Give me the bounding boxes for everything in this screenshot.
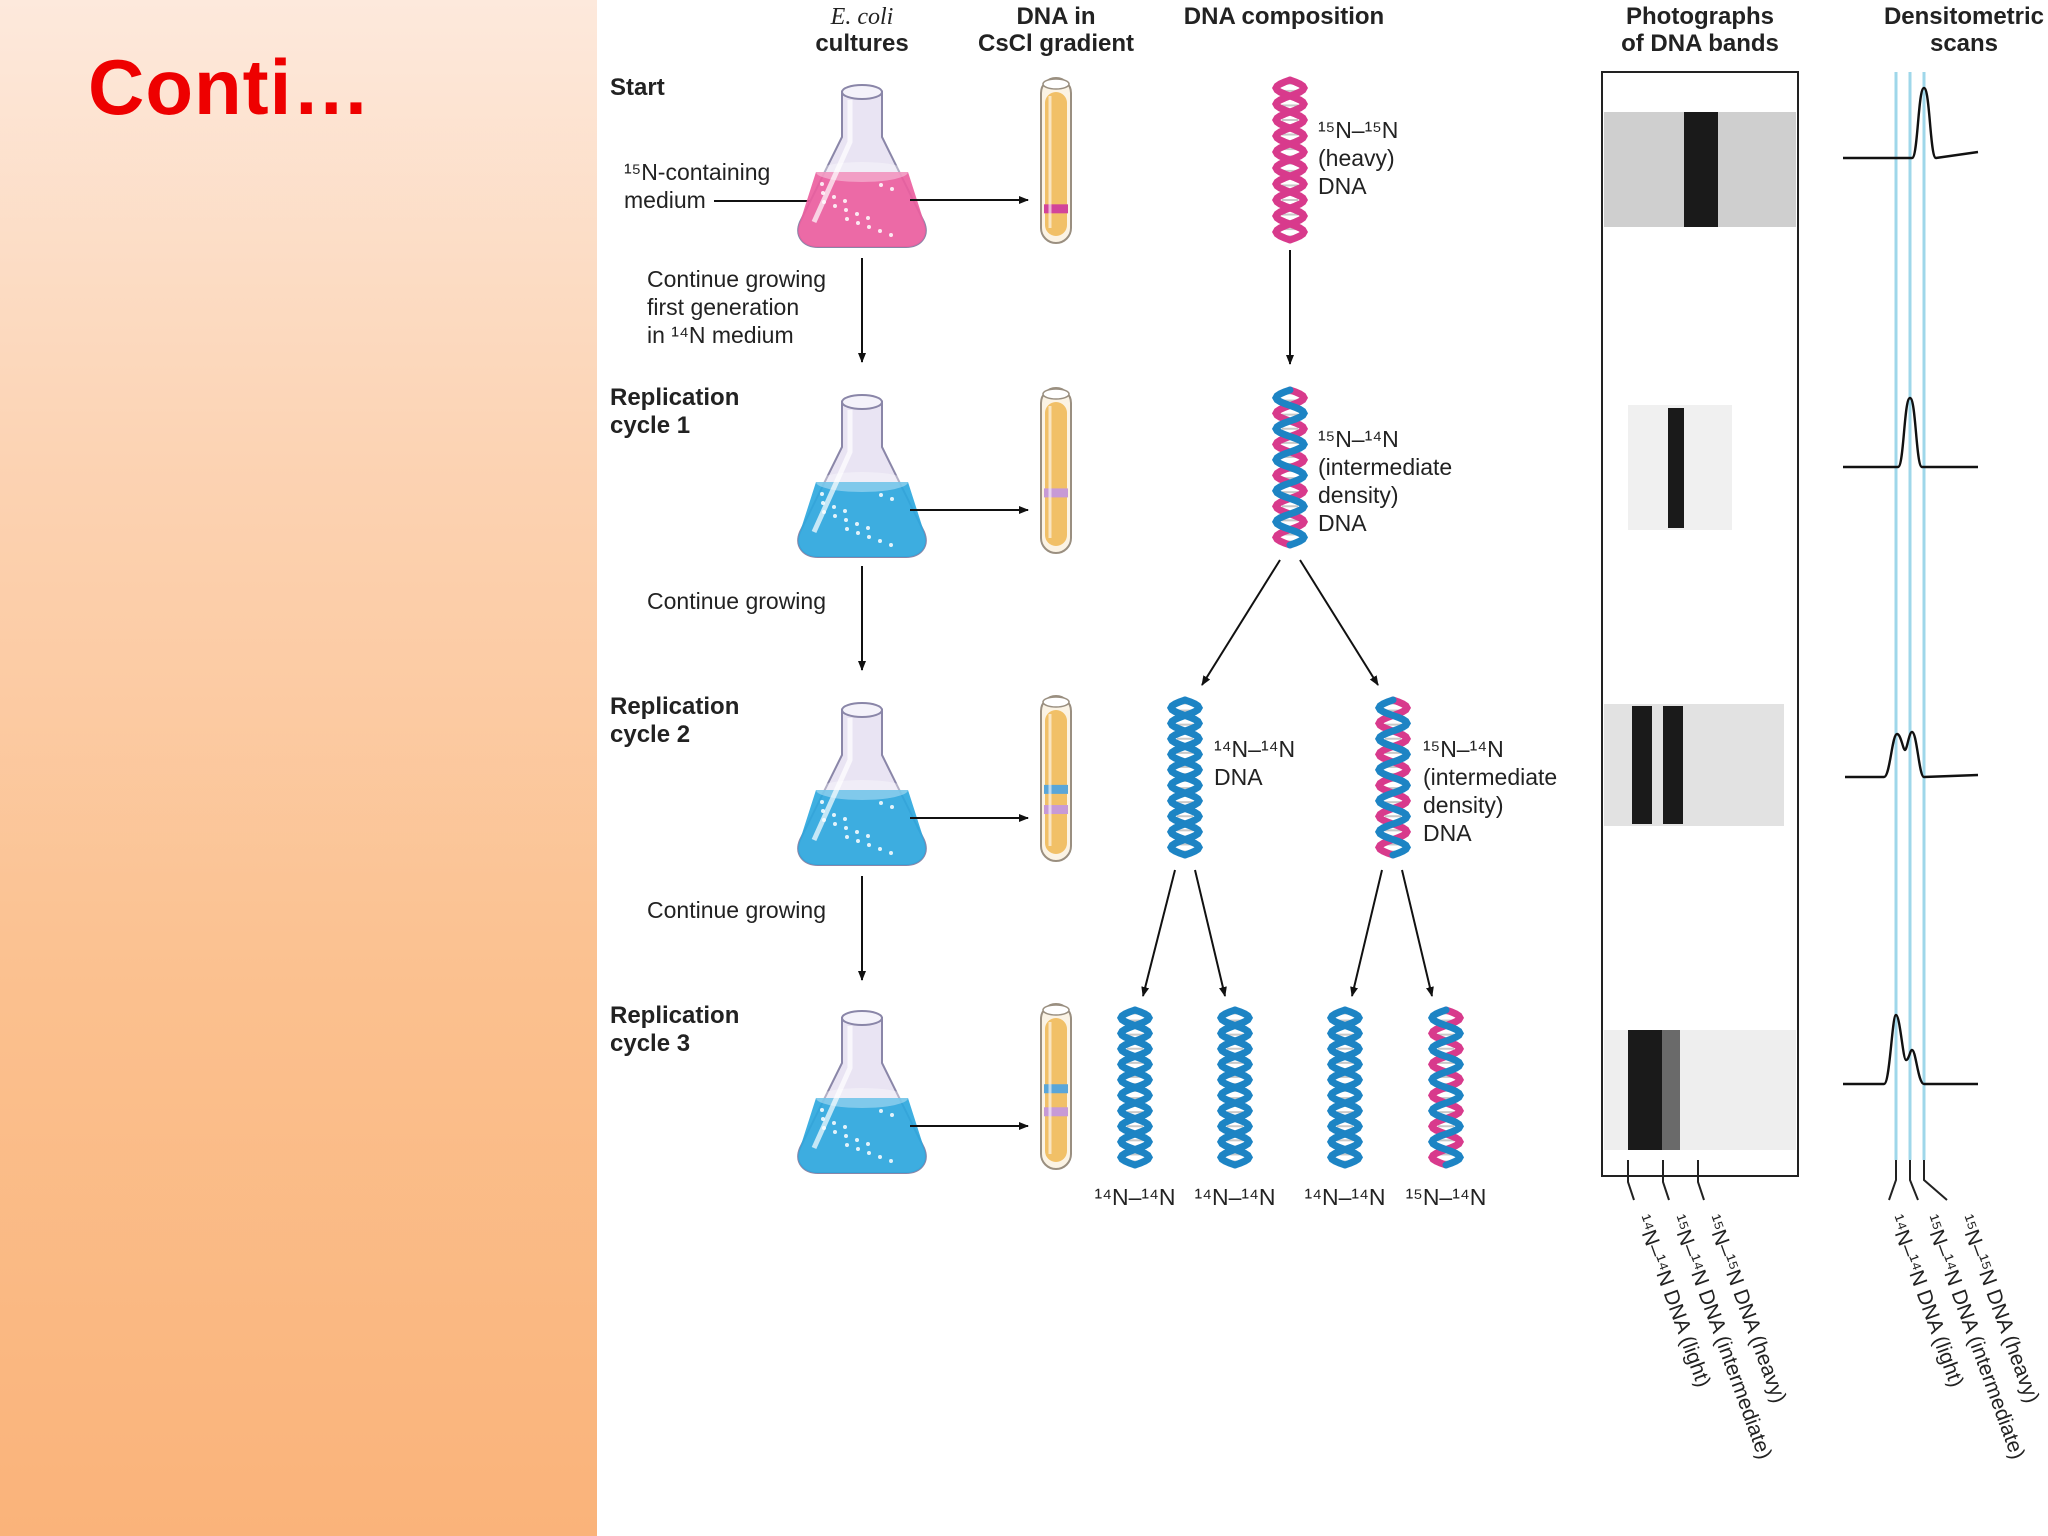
stage-cycle2-line2: cycle 2	[610, 721, 690, 748]
band-intermediate	[1663, 706, 1683, 824]
gradient-tube-icon	[1041, 78, 1071, 243]
bottom-dna-label: ¹⁴N–¹⁴N	[1094, 1184, 1175, 1210]
arrow-icon	[1402, 870, 1432, 996]
dna-helix-icon	[1171, 700, 1199, 855]
band-intermediate	[1662, 1030, 1680, 1150]
band-heavy	[1684, 112, 1718, 227]
heavy-dna-label-line3: DNA	[1318, 173, 1367, 199]
densitometric-scans: ¹⁴N–¹⁴N DNA (light) ¹⁵N–¹⁴N DNA (interme…	[1843, 72, 2044, 1462]
gradient-tubes	[1041, 78, 1071, 1169]
bottom-dna-label: ¹⁴N–¹⁴N	[1304, 1184, 1385, 1210]
band-intermediate	[1668, 408, 1684, 528]
header-photos-line2: of DNA bands	[1621, 30, 1779, 57]
gradient-tube-icon	[1041, 1004, 1071, 1169]
arrow-icon	[1300, 560, 1378, 685]
dna-helix-icon	[1432, 1010, 1460, 1165]
inter2-label-line4: DNA	[1423, 820, 1472, 846]
dna-helices	[1121, 80, 1460, 1165]
inter2-label-line1: ¹⁵N–¹⁴N	[1423, 736, 1504, 762]
grow1-line2: first generation	[647, 294, 799, 320]
band-light	[1628, 1030, 1662, 1150]
flask-icon	[798, 1011, 1028, 1173]
header-gradient-line2: CsCl gradient	[978, 30, 1134, 57]
gradient-tube-icon	[1041, 388, 1071, 553]
heavy-dna-label-line2: (heavy)	[1318, 145, 1395, 171]
header-scans-line1: Densitometric	[1884, 3, 2044, 30]
meselson-stahl-diagram: E. coli cultures DNA in CsCl gradient DN…	[597, 0, 2048, 1536]
header-cultures-line1: E. coli	[830, 4, 894, 30]
grow1-line3: in ¹⁴N medium	[647, 322, 794, 348]
flask-icon	[798, 703, 1028, 865]
dna-helix-icon	[1121, 1010, 1149, 1165]
culture-flasks	[798, 85, 1028, 1173]
inter1-label-line2: (intermediate	[1318, 454, 1452, 480]
stage-start: Start	[610, 74, 665, 101]
medium-label-line1: ¹⁵N-containing	[624, 159, 770, 185]
stage-cycle3-line1: Replication	[610, 1002, 739, 1029]
composition-arrows	[1143, 250, 1432, 996]
grow1-line1: Continue growing	[647, 266, 826, 292]
dna-band	[1044, 204, 1068, 213]
header-cultures-line2: cultures	[815, 30, 908, 57]
dna-labels: ¹⁵N–¹⁵N (heavy) DNA ¹⁵N–¹⁴N (intermediat…	[1094, 117, 1557, 1210]
band-light	[1632, 706, 1652, 824]
stage-cycle2-line1: Replication	[610, 693, 739, 720]
header-composition: DNA composition	[1184, 3, 1384, 30]
slide-title: Conti…	[88, 42, 371, 133]
stage-cycle1-line1: Replication	[610, 384, 739, 411]
flask-icon	[798, 395, 1028, 557]
band-photographs: ¹⁴N–¹⁴N DNA (light) ¹⁵N–¹⁴N DNA (interme…	[1602, 72, 1798, 1462]
dna-band	[1044, 1107, 1068, 1116]
stage-cycle1-line2: cycle 1	[610, 412, 690, 439]
header-scans-line2: scans	[1930, 30, 1998, 57]
light2-label-line1: ¹⁴N–¹⁴N	[1214, 736, 1295, 762]
dna-band	[1044, 488, 1068, 497]
inter1-label-line1: ¹⁵N–¹⁴N	[1318, 426, 1399, 452]
slide-side-panel: Conti…	[0, 0, 597, 1536]
arrow-icon	[1202, 560, 1280, 685]
column-headers: E. coli cultures DNA in CsCl gradient DN…	[815, 3, 2044, 57]
header-gradient-line1: DNA in	[1016, 3, 1095, 30]
inter1-label-line4: DNA	[1318, 510, 1367, 536]
dna-band	[1044, 785, 1068, 794]
grow3-label: Continue growing	[647, 897, 826, 923]
header-photos-line1: Photographs	[1626, 3, 1774, 30]
grow2-label: Continue growing	[647, 588, 826, 614]
heavy-dna-label-line1: ¹⁵N–¹⁵N	[1318, 117, 1398, 143]
gradient-tube-icon	[1041, 696, 1071, 861]
bottom-dna-label: ¹⁴N–¹⁴N	[1194, 1184, 1275, 1210]
dna-helix-icon	[1276, 390, 1304, 545]
dna-helix-icon	[1379, 700, 1407, 855]
band-photo-cycle2	[1604, 704, 1784, 826]
inter1-label-line3: density)	[1318, 482, 1399, 508]
arrow-icon	[1195, 870, 1225, 996]
annotations: ¹⁵N-containing medium Continue growing f…	[624, 159, 826, 923]
medium-label-line2: medium	[624, 187, 706, 213]
dna-helix-icon	[1221, 1010, 1249, 1165]
flask-icon	[798, 85, 1028, 247]
bottom-dna-label: ¹⁵N–¹⁴N	[1406, 1184, 1487, 1210]
light2-label-line2: DNA	[1214, 764, 1263, 790]
dna-band	[1044, 805, 1068, 814]
inter2-label-line2: (intermediate	[1423, 764, 1557, 790]
photo-frame	[1602, 72, 1798, 1176]
dna-helix-icon	[1331, 1010, 1359, 1165]
dna-band	[1044, 1084, 1068, 1093]
dna-helix-icon	[1276, 80, 1304, 240]
arrow-icon	[1143, 870, 1175, 996]
inter2-label-line3: density)	[1423, 792, 1504, 818]
stage-cycle3-line2: cycle 3	[610, 1030, 690, 1057]
arrow-icon	[1352, 870, 1382, 996]
